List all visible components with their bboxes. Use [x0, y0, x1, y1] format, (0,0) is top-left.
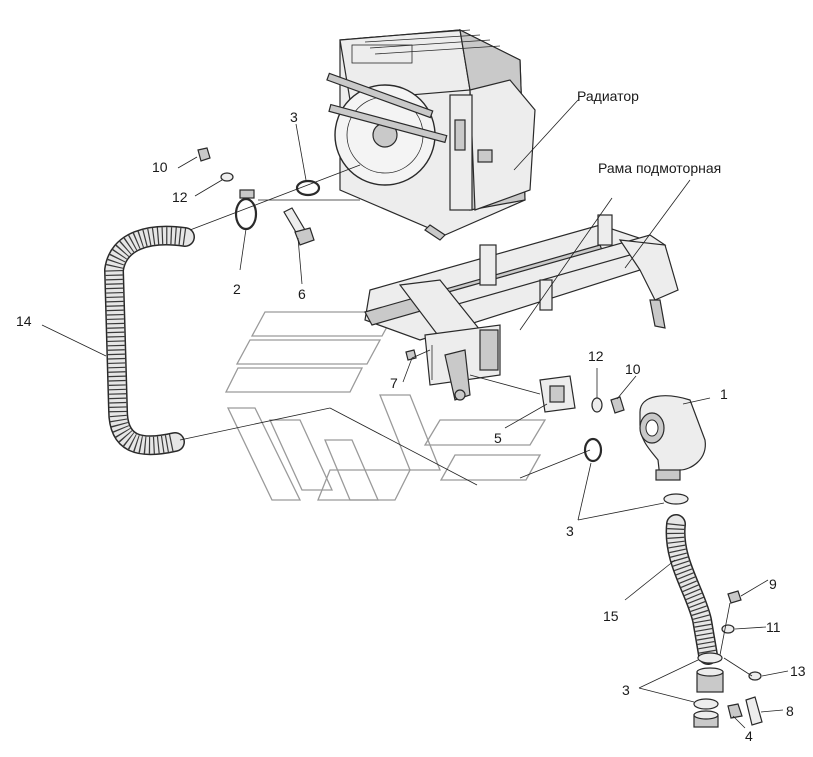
- label-1: 1: [720, 386, 728, 402]
- label-subframe: Рама подмоторная: [598, 160, 721, 176]
- hose-14: [104, 225, 195, 456]
- radiator-assembly: [326, 28, 536, 241]
- plate-5: [539, 375, 576, 413]
- label-11: 11: [766, 619, 781, 635]
- label-7: 7: [390, 375, 398, 391]
- label-2: 2: [233, 281, 241, 297]
- label-15: 15: [603, 608, 619, 624]
- label-10-top: 10: [152, 159, 168, 175]
- label-14: 14: [16, 313, 32, 329]
- label-9: 9: [769, 576, 777, 592]
- label-3-mid: 3: [566, 523, 574, 539]
- label-10-right: 10: [625, 361, 641, 377]
- callout-labels: Радиатор Рама подмоторная 1 2 3 3 3 4 5 …: [16, 88, 806, 744]
- label-5: 5: [494, 430, 502, 446]
- label-4: 4: [745, 728, 753, 744]
- label-12-right: 12: [588, 348, 604, 364]
- label-radiator: Радиатор: [577, 88, 639, 104]
- leader-lines: [41, 99, 789, 729]
- engine-subframe: [364, 214, 679, 401]
- label-3-low: 3: [622, 682, 630, 698]
- label-3-top: 3: [290, 109, 298, 125]
- watermark-logo: [224, 311, 547, 501]
- label-12-top: 12: [172, 189, 188, 205]
- hose-15: [665, 514, 718, 665]
- label-13: 13: [790, 663, 806, 679]
- label-6: 6: [298, 286, 306, 302]
- label-8: 8: [786, 703, 794, 719]
- elbow-1: [639, 395, 706, 481]
- hardware: [197, 147, 763, 728]
